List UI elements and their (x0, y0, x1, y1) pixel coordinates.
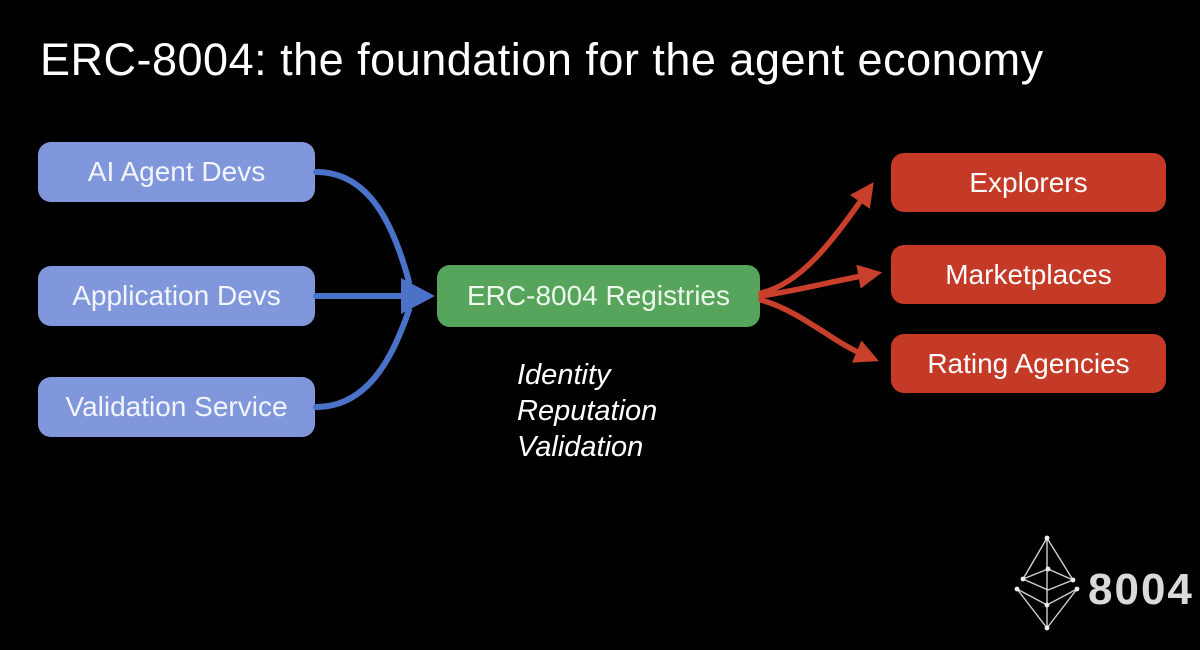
blue-arrows (313, 169, 435, 410)
logo-8004-label: 8004 (1088, 565, 1194, 614)
arrow-registries-to-rating-agencies (758, 297, 879, 363)
node-ai-agent-devs: AI Agent Devs (38, 142, 315, 202)
blue-arrowhead-icon (401, 278, 435, 314)
node-label: Application Devs (72, 280, 281, 311)
arrow-ai-agent-devs-to-registries (313, 169, 412, 285)
arrow-registries-to-marketplaces (758, 264, 883, 299)
node-label: Marketplaces (945, 258, 1112, 290)
sublabel-validation: Validation (517, 431, 644, 463)
node-explorers: Explorers (891, 153, 1166, 212)
node-marketplaces: Marketplaces (891, 245, 1166, 304)
node-validation-service: Validation Service (38, 377, 315, 437)
ethereum-wireframe-diamond-icon (1014, 535, 1080, 631)
node-erc8004-registries: ERC-8004 Registries (437, 265, 760, 327)
node-label: Validation Service (65, 391, 288, 422)
node-label: AI Agent Devs (87, 156, 266, 187)
sublabel-identity: Identity (517, 359, 611, 391)
node-label: Rating Agencies (927, 347, 1130, 379)
registry-sublabels: Identity Reputation Validation (517, 357, 657, 465)
arrow-validation-service-to-registries (313, 307, 412, 410)
sublabel-reputation: Reputation (517, 395, 658, 427)
node-rating-agencies: Rating Agencies (891, 334, 1166, 393)
node-label: ERC-8004 Registries (467, 280, 730, 311)
arrow-registries-to-explorers (758, 182, 874, 296)
red-arrows (758, 182, 883, 363)
page-title: ERC-8004: the foundation for the agent e… (40, 34, 1044, 85)
node-application-devs: Application Devs (38, 266, 315, 326)
node-label: Explorers (969, 166, 1088, 198)
